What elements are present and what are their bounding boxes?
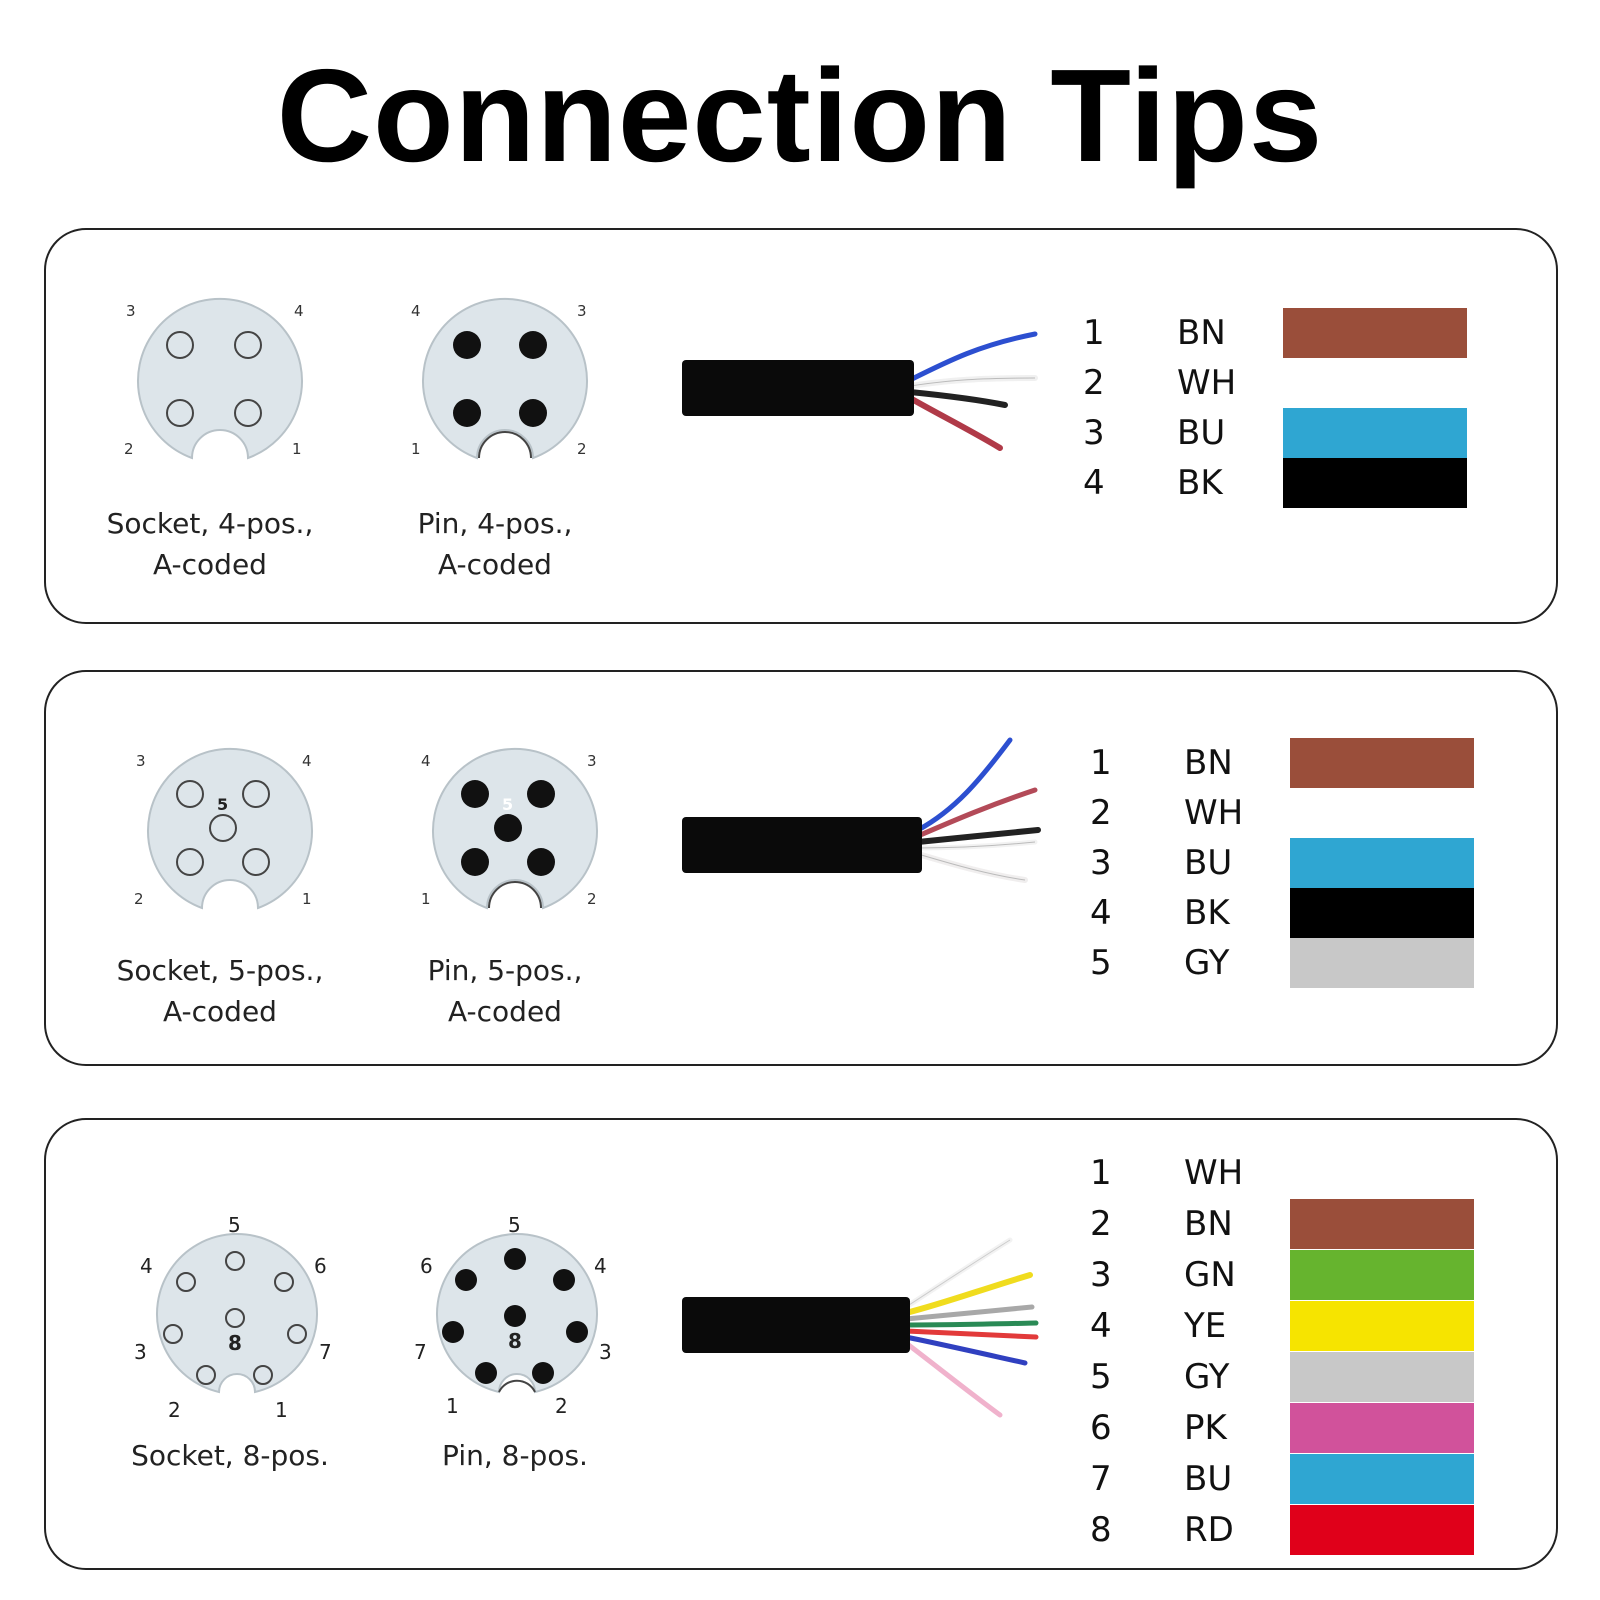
color-swatch bbox=[1283, 358, 1467, 408]
pin-label: 1 bbox=[275, 1398, 288, 1422]
pin-label: 5 bbox=[502, 795, 513, 814]
pin-label: 8 bbox=[228, 1331, 242, 1355]
pin-label: 1 bbox=[446, 1394, 459, 1418]
color-swatch bbox=[1290, 838, 1474, 888]
pin-label: 1 bbox=[292, 440, 302, 458]
pin-4-pos-caption: Pin, 4-pos., A-coded bbox=[417, 507, 573, 581]
color-swatch bbox=[1290, 1199, 1474, 1249]
pin-label: 1 bbox=[302, 890, 312, 908]
cable-4-wire-illustration bbox=[682, 331, 1038, 451]
pin-5-pos-caption: Pin, 5-pos., A-coded bbox=[427, 954, 583, 1028]
pin-label: 6 bbox=[420, 1254, 433, 1278]
color-swatch bbox=[1290, 888, 1474, 938]
pin-label: 3 bbox=[577, 302, 587, 320]
pin-label: 5 bbox=[228, 1213, 241, 1237]
pin-label: 3 bbox=[599, 1340, 612, 1364]
pin-label: 5 bbox=[508, 1213, 521, 1237]
color-swatch bbox=[1290, 1454, 1474, 1504]
pin-8-pos-caption: Pin, 8-pos. bbox=[442, 1439, 588, 1472]
pin-label: 4 bbox=[294, 302, 304, 320]
pin-label: 4 bbox=[140, 1254, 153, 1278]
pin-4-pos-diagram: 4 3 1 2 bbox=[411, 298, 588, 460]
pin-label: 5 bbox=[217, 795, 228, 814]
pin-label: 7 bbox=[414, 1340, 427, 1364]
color-swatch bbox=[1290, 938, 1474, 988]
color-swatch bbox=[1283, 458, 1467, 508]
pin-label: 2 bbox=[555, 1394, 568, 1418]
cable-5-wire-illustration bbox=[682, 737, 1041, 883]
color-swatch bbox=[1290, 1505, 1474, 1555]
pin-8-pos-diagram: 5 6 4 7 8 3 1 2 bbox=[414, 1213, 612, 1418]
pin-label: 3 bbox=[136, 752, 146, 770]
socket-5-pos-caption: Socket, 5-pos., A-coded bbox=[116, 954, 324, 1028]
socket-8-pos-diagram: 5 4 6 3 8 7 2 1 bbox=[134, 1213, 332, 1422]
pin-label: 3 bbox=[587, 752, 597, 770]
pin-label: 4 bbox=[411, 302, 421, 320]
color-swatch bbox=[1290, 1250, 1474, 1300]
cable-8-wire-illustration bbox=[682, 1237, 1039, 1418]
pin-label: 1 bbox=[421, 890, 431, 908]
socket-4-pos-diagram: 3 4 2 1 bbox=[124, 298, 304, 460]
pin-5-pos-diagram: 4 3 1 2 5 bbox=[421, 748, 598, 910]
pin-label: 3 bbox=[126, 302, 136, 320]
color-swatch bbox=[1283, 408, 1467, 458]
pin-label: 2 bbox=[577, 440, 587, 458]
pin-label: 2 bbox=[168, 1398, 181, 1422]
color-swatch bbox=[1290, 1403, 1474, 1453]
pin-label: 2 bbox=[124, 440, 134, 458]
color-swatch bbox=[1290, 1148, 1474, 1198]
socket-4-pos-caption: Socket, 4-pos., A-coded bbox=[106, 507, 314, 581]
pin-label: 1 bbox=[411, 440, 421, 458]
pin-label: 8 bbox=[508, 1329, 522, 1353]
pin-label: 4 bbox=[421, 752, 431, 770]
pin-label: 4 bbox=[302, 752, 312, 770]
page-title: Connection Tips bbox=[276, 42, 1324, 189]
socket-5-pos-diagram: 3 4 2 1 5 bbox=[134, 748, 313, 910]
pin-label: 6 bbox=[314, 1254, 327, 1278]
pin-label: 7 bbox=[319, 1340, 332, 1364]
pin-label: 4 bbox=[594, 1254, 607, 1278]
color-swatch bbox=[1290, 738, 1474, 788]
socket-8-pos-caption: Socket, 8-pos. bbox=[131, 1439, 329, 1472]
color-swatch bbox=[1283, 308, 1467, 358]
color-swatch bbox=[1290, 1352, 1474, 1402]
pin-label: 3 bbox=[134, 1340, 147, 1364]
pin-label: 2 bbox=[134, 890, 144, 908]
pin-label: 2 bbox=[587, 890, 597, 908]
color-swatch bbox=[1290, 788, 1474, 838]
color-swatch bbox=[1290, 1301, 1474, 1351]
